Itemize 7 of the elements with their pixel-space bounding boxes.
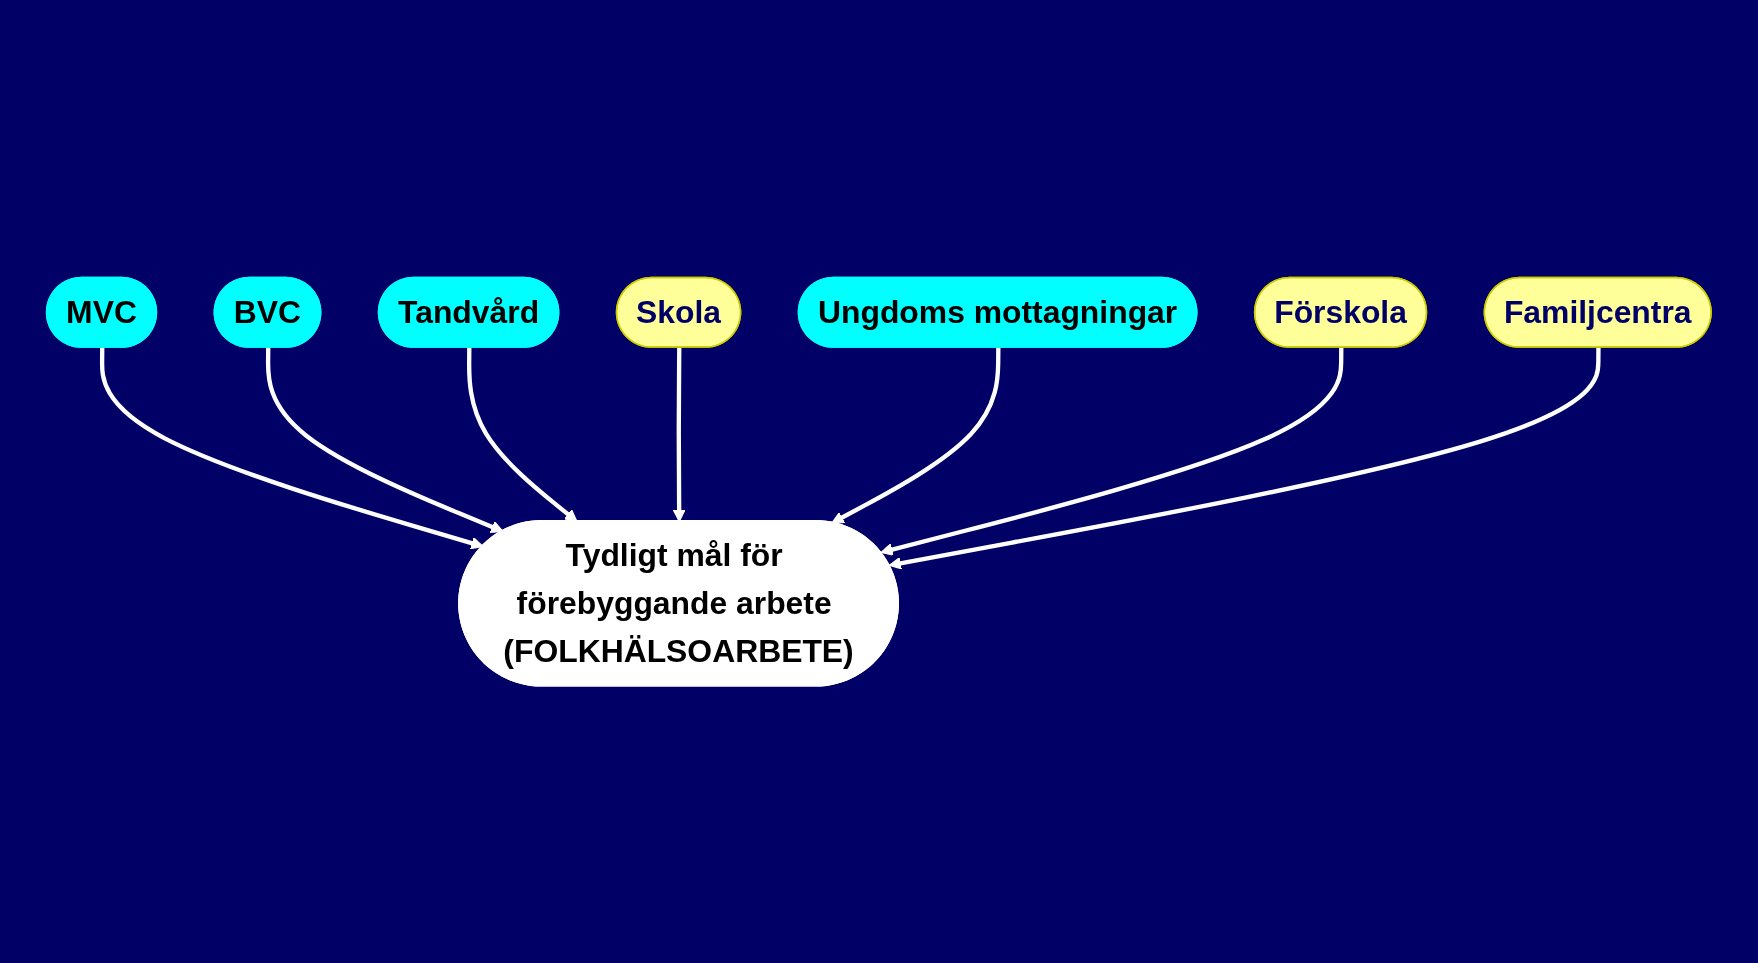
arrow (467, 347, 578, 522)
arrow (266, 347, 504, 533)
arrow (672, 347, 686, 522)
arrow (880, 347, 1344, 556)
arrow (888, 347, 1601, 570)
arrow (831, 347, 1001, 524)
arrow (100, 347, 484, 550)
